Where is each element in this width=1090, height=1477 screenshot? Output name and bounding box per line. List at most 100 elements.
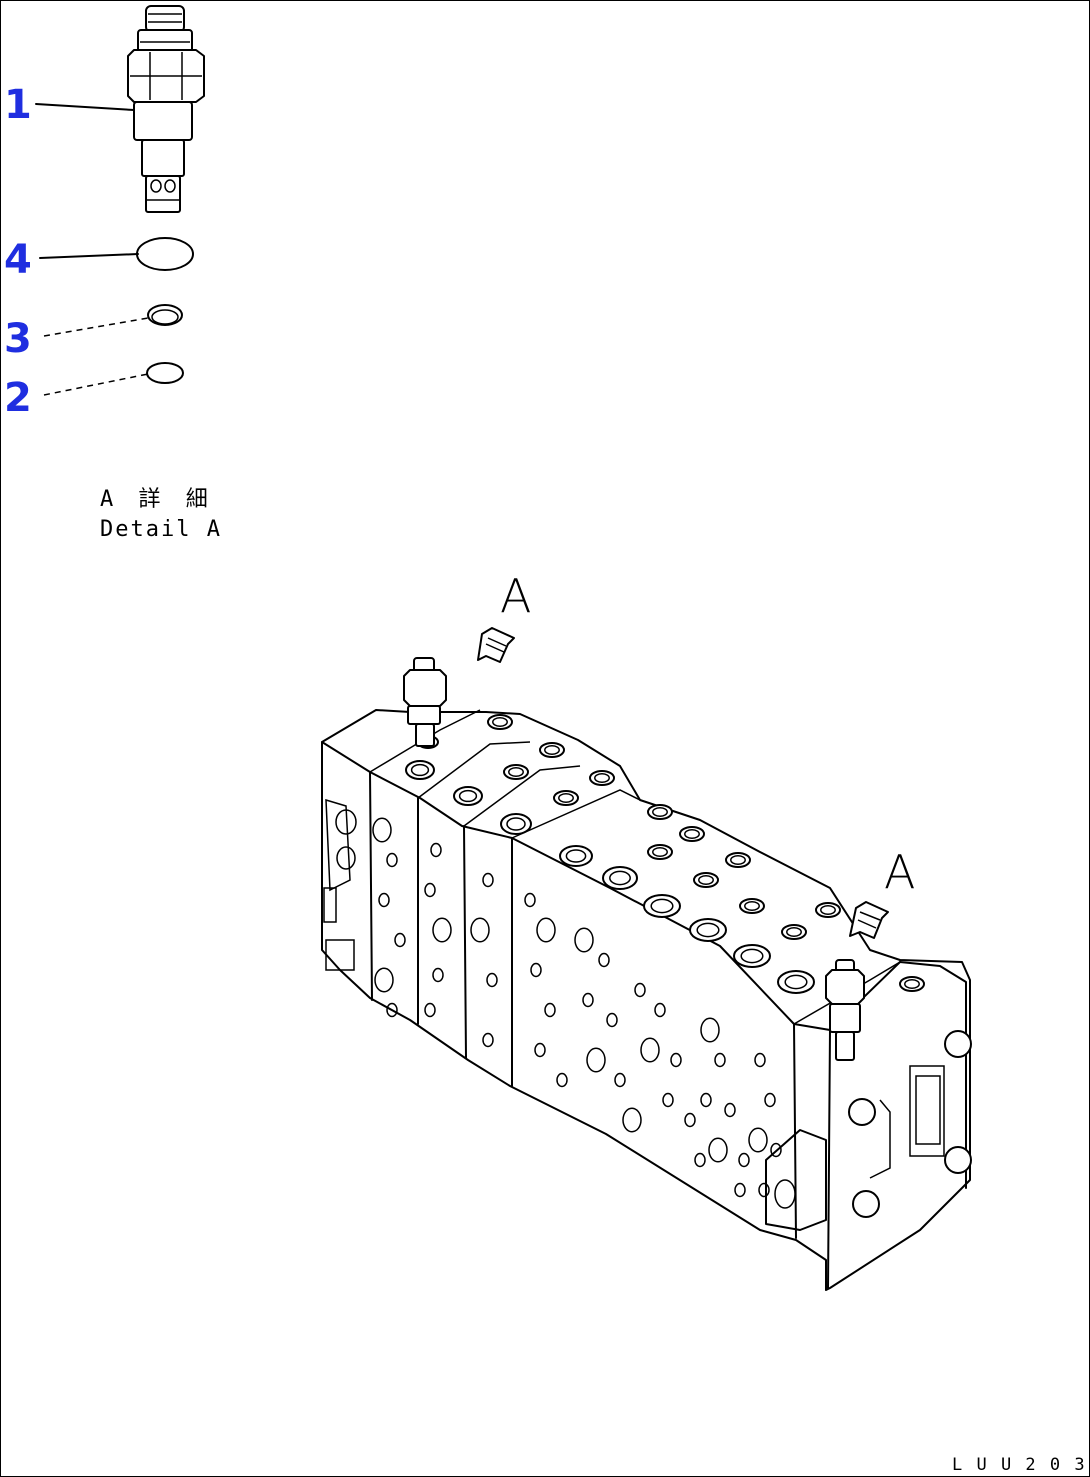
relief-valve-part [127, 5, 205, 213]
side-hole [634, 982, 646, 998]
side-hole [534, 1042, 546, 1058]
side-hole [684, 1112, 696, 1128]
port-outer [647, 844, 673, 860]
port-inner [698, 875, 714, 885]
view-label-a: A [884, 845, 915, 899]
side-hole [714, 1052, 726, 1068]
control-valve-assembly [321, 709, 972, 1291]
side-hole [378, 892, 390, 908]
port-outer [589, 770, 615, 786]
side-hole [470, 917, 490, 943]
o-ring-large [136, 237, 194, 271]
port-inner [740, 948, 764, 964]
side-hole [374, 967, 394, 993]
side-hole [486, 972, 498, 988]
port-inner [684, 829, 700, 839]
port-inner [458, 789, 478, 803]
port-inner [786, 927, 802, 937]
side-hole [754, 1052, 766, 1068]
port-outer [739, 898, 765, 914]
port-outer [559, 845, 593, 867]
port-outer [899, 976, 925, 992]
port-outer [405, 760, 435, 780]
detail-caption-en: Detail A [100, 517, 222, 542]
callout-number: 4 [4, 237, 32, 283]
side-hole [386, 1002, 398, 1018]
side-hole [372, 817, 392, 843]
mounted-relief-valve-right [825, 959, 865, 1061]
side-hole [482, 872, 494, 888]
side-hole [700, 1017, 720, 1043]
side-hole [694, 1152, 706, 1168]
side-hole [764, 1092, 776, 1108]
port-outer [733, 944, 771, 968]
leader-line-3 [43, 317, 149, 337]
top-port-group [405, 714, 925, 994]
callout-number: 2 [4, 375, 32, 421]
side-hole [432, 967, 444, 983]
side-hole [708, 1137, 728, 1163]
port-outer [539, 742, 565, 758]
side-hole [424, 882, 436, 898]
leader-line-2 [43, 373, 149, 396]
side-hole [586, 1047, 606, 1073]
side-hole [386, 852, 398, 868]
port-outer [500, 813, 532, 835]
port-inner [650, 898, 674, 914]
side-hole [544, 1002, 556, 1018]
port-inner [652, 847, 668, 857]
side-hole [670, 1052, 682, 1068]
port-outer [503, 764, 529, 780]
side-hole [556, 1072, 568, 1088]
port-outer [647, 804, 673, 820]
view-label-a: A [500, 569, 531, 623]
detail-caption-jp: A 詳 細 [100, 487, 214, 512]
port-outer [815, 902, 841, 918]
port-inner [820, 905, 836, 915]
port-inner [609, 870, 631, 886]
leader-line-1 [35, 103, 135, 111]
port-outer [679, 826, 705, 842]
port-inner [558, 793, 574, 803]
port-inner [508, 767, 524, 777]
port-outer [693, 872, 719, 888]
side-hole [640, 1037, 660, 1063]
side-hole [738, 1152, 750, 1168]
port-inner [492, 717, 508, 727]
port-outer [643, 894, 681, 918]
o-ring-small [146, 362, 184, 384]
side-hole [654, 1002, 666, 1018]
view-arrow-a-top: A [477, 569, 531, 663]
port-inner [696, 922, 720, 938]
port-outer [487, 714, 513, 730]
port-inner [565, 849, 587, 863]
side-hole [724, 1102, 736, 1118]
side-hole [424, 1002, 436, 1018]
port-inner [544, 745, 560, 755]
port-inner [784, 974, 808, 990]
port-inner [744, 901, 760, 911]
side-hole [758, 1182, 770, 1198]
port-outer [602, 866, 638, 890]
port-outer [781, 924, 807, 940]
side-hole [530, 962, 542, 978]
port-outer [553, 790, 579, 806]
port-inner [410, 763, 430, 777]
side-hole [482, 1032, 494, 1048]
mounted-relief-valve-left [403, 657, 447, 747]
side-hole [734, 1182, 746, 1198]
side-hole [614, 1072, 626, 1088]
port-outer [777, 970, 815, 994]
backup-ring [147, 304, 183, 326]
port-inner [506, 817, 526, 831]
side-hole [770, 1142, 782, 1158]
callout-number: 3 [4, 316, 32, 362]
side-hole [574, 927, 594, 953]
side-hole [582, 992, 594, 1008]
side-hole-group [372, 817, 782, 1198]
side-hole [394, 932, 406, 948]
leader-line-4 [39, 253, 139, 259]
side-hole [606, 1012, 618, 1028]
port-inner [904, 979, 920, 989]
